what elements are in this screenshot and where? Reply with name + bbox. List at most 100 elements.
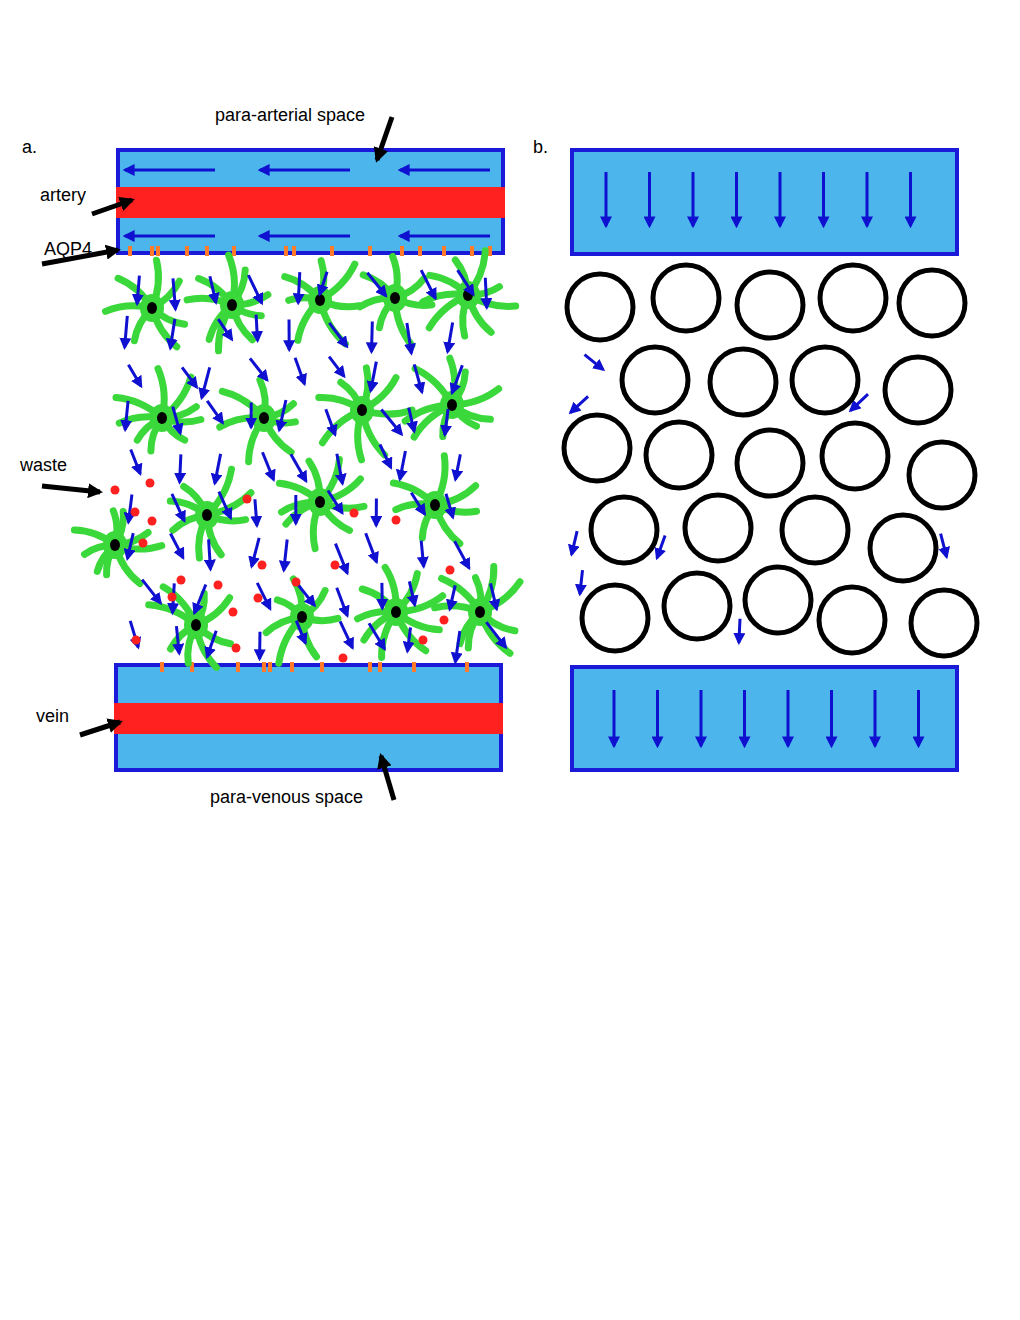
flow-arrow — [255, 499, 257, 525]
astrocyte-nucleus — [259, 412, 269, 424]
waste-particle — [254, 594, 263, 603]
flow-arrow — [941, 534, 947, 557]
flow-arrow — [170, 533, 183, 557]
flow-arrow — [127, 533, 133, 559]
astrocyte-nucleus — [475, 606, 485, 618]
cell-circle — [911, 590, 977, 656]
flow-arrow — [329, 357, 344, 377]
cell-circle — [885, 357, 951, 423]
flow-arrow — [142, 580, 160, 603]
flow-arrow — [743, 690, 746, 746]
astrocyte-body — [195, 501, 219, 529]
cell-circle — [564, 415, 630, 481]
flow-arrow — [917, 690, 920, 746]
aqp4-channel — [262, 662, 266, 672]
flow-arrow — [613, 690, 616, 746]
space-label: para-arterial space — [215, 106, 365, 124]
aqp4-channel — [128, 246, 132, 256]
flow-arrow — [170, 319, 175, 348]
cell-circle — [909, 442, 975, 508]
flow-arrow — [605, 172, 608, 226]
aqp4-channel — [205, 246, 209, 256]
astrocyte-nucleus — [297, 611, 307, 623]
channel-label: AQP4 — [44, 240, 92, 258]
astrocyte-nucleus — [202, 509, 212, 521]
flow-arrow — [252, 538, 259, 566]
flow-arrow — [125, 169, 215, 172]
cell-circle — [685, 495, 751, 561]
flow-arrow — [485, 278, 487, 308]
flow-arrow — [260, 235, 350, 238]
astrocyte-nucleus — [315, 294, 325, 306]
flow-arrow — [735, 172, 738, 226]
flow-arrow — [176, 626, 179, 653]
flow-arrow — [340, 621, 352, 648]
flow-arrow — [180, 454, 181, 482]
flow-arrow — [202, 367, 210, 398]
astrocyte-nucleus — [357, 404, 367, 416]
aqp4-channel — [320, 662, 324, 672]
cell-circle — [664, 573, 730, 639]
waste-particle — [146, 479, 155, 488]
flow-arrow — [700, 690, 703, 746]
flow-arrow — [375, 498, 378, 525]
flow-arrow — [296, 621, 305, 643]
cell-circle — [792, 347, 858, 413]
astrocyte-nucleus — [227, 299, 237, 311]
waste-particle — [111, 486, 120, 495]
astrocyte-nucleus — [110, 539, 120, 551]
space-label: para-venous space — [210, 788, 363, 806]
astrocyte-body — [252, 404, 276, 432]
aqp4-channel — [150, 246, 154, 256]
flow-arrow — [580, 570, 583, 594]
astrocyte-body — [290, 603, 314, 631]
flow-arrow — [822, 172, 825, 226]
flow-arrow — [407, 627, 410, 651]
flow-arrow — [173, 278, 176, 309]
flow-arrow — [445, 409, 448, 435]
flow-arrow — [131, 450, 140, 474]
flow-arrow — [182, 367, 197, 387]
flow-arrow — [452, 365, 462, 393]
flow-arrow — [125, 235, 215, 238]
aqp4-channel — [368, 246, 372, 256]
flow-arrow — [779, 172, 782, 226]
astrocyte-body — [383, 284, 407, 312]
waste-particle — [446, 566, 455, 575]
astrocyte-nucleus — [157, 412, 167, 424]
astrocyte-body — [220, 291, 244, 319]
flow-arrow — [279, 400, 286, 430]
waste-particle — [440, 616, 449, 625]
dynamic-strokes — [74, 170, 977, 746]
astrocyte-body — [468, 598, 492, 626]
aqp4-channel — [284, 246, 288, 256]
aqp4-channel — [412, 662, 416, 672]
aqp4-channel — [465, 662, 469, 672]
aqp4-channel — [292, 246, 296, 256]
flow-arrow — [455, 454, 460, 479]
astrocyte-nucleus — [390, 292, 400, 304]
waste-particle — [132, 636, 141, 645]
aqp4-channel — [160, 662, 164, 672]
panel-a — [114, 150, 505, 770]
cell-circle — [782, 497, 848, 563]
flow-arrow — [585, 355, 604, 370]
waste-particle — [168, 593, 177, 602]
cell-circle — [710, 349, 776, 415]
flow-arrow — [371, 362, 377, 391]
flow-arrow — [262, 452, 273, 480]
waste-particle — [419, 636, 428, 645]
aqp4-channel — [470, 246, 474, 256]
waste-label: waste — [20, 456, 67, 474]
astrocyte-nucleus — [191, 619, 201, 631]
leader-lines — [42, 117, 394, 800]
astrocyte-nucleus — [391, 606, 401, 618]
waste-particle — [148, 517, 157, 526]
flow-arrow — [421, 270, 435, 298]
flow-arrow — [250, 402, 253, 427]
cell-circle — [737, 430, 803, 496]
flow-arrow — [172, 494, 184, 521]
flow-arrow — [258, 632, 261, 659]
aqp4-channel — [268, 662, 272, 672]
vessel-label: artery — [40, 186, 86, 204]
